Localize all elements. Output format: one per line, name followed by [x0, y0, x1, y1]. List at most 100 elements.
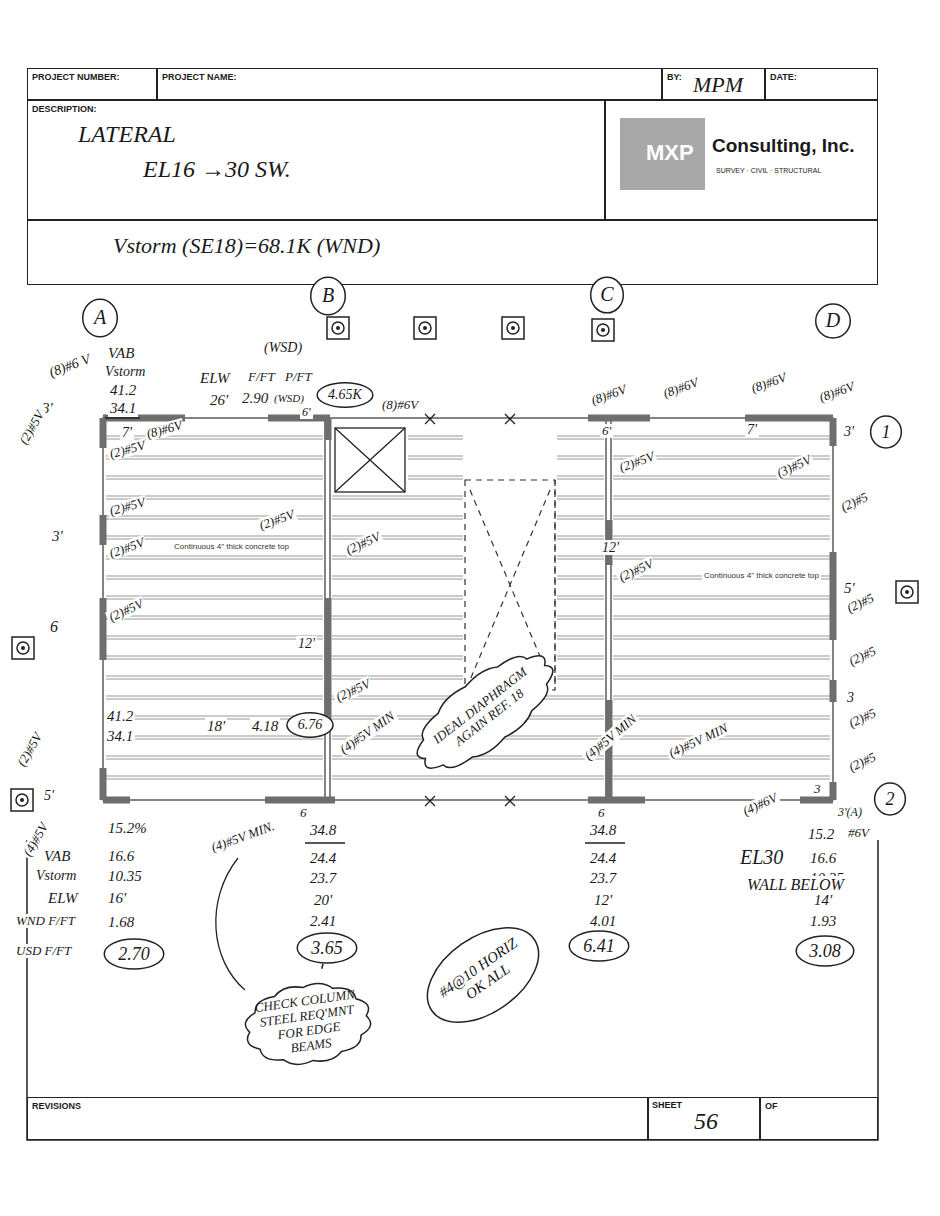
plank-line	[332, 596, 463, 597]
plank-line	[408, 459, 463, 460]
plank-line	[106, 696, 323, 697]
ellipse-shape	[104, 939, 164, 969]
plank-line	[613, 716, 830, 717]
circled-value: 3.65	[296, 932, 358, 964]
printed-note: Continuous 4" thick concrete top	[702, 572, 821, 581]
node-text: D	[826, 309, 840, 332]
column-symbol	[896, 581, 918, 603]
hand-note: 26'	[208, 392, 230, 409]
ellipse-shape	[591, 277, 624, 313]
plank-line	[613, 776, 830, 777]
text-stack: IDEAL DIAPHRAGM AGAIN REF. 18	[423, 659, 546, 765]
text-area: 3.65	[304, 936, 350, 960]
plank-line	[557, 596, 604, 597]
plank-line	[106, 576, 323, 577]
plank-line	[106, 736, 323, 737]
ellipse-shape	[317, 383, 373, 407]
hand-note: (2)#5	[845, 643, 880, 670]
plank-line	[557, 679, 604, 680]
plank-line	[613, 756, 830, 757]
logo-cell: Consulting, Inc.SURVEY · CIVIL · STRUCTU…	[605, 100, 878, 220]
hand-note: Vstorm	[34, 868, 78, 883]
text-stack: C	[600, 283, 613, 306]
plank-line	[613, 599, 830, 600]
hand-note: 2.90	[240, 390, 270, 407]
node-text: #4@10 HORIZ OK ALL	[434, 933, 533, 1016]
hand-note: 12'	[592, 892, 614, 909]
text-area: CHECK COLUMN STEEL REQ'MNT FOR EDGE BEAM…	[252, 983, 364, 1065]
title-cell: REVISIONS	[27, 1097, 648, 1140]
hand-note: ELW	[46, 890, 79, 907]
text-area: A	[87, 303, 114, 333]
hand-note: (8)#6 V	[45, 351, 94, 381]
text-area: 2	[878, 786, 902, 811]
plank-line	[613, 536, 830, 537]
plank-line	[557, 499, 604, 500]
hand-note: ELW	[198, 370, 231, 387]
ellipse-shape	[569, 931, 629, 961]
plank-line	[557, 599, 604, 600]
plank-line	[332, 579, 463, 580]
cloud-shape	[241, 977, 375, 1071]
hand-note: 5'	[42, 788, 56, 803]
plank-line	[106, 776, 323, 777]
plank-line	[106, 636, 323, 637]
hand-note: 6	[298, 806, 309, 820]
plank-line	[613, 696, 830, 697]
node-text: Consulting, Inc.	[712, 135, 855, 157]
plank-line	[557, 459, 604, 460]
hand-note: 5'	[842, 580, 857, 597]
leader-line	[216, 858, 245, 990]
plank-line	[106, 459, 323, 460]
hand-note: 3'	[50, 528, 65, 545]
plank-line	[106, 739, 323, 740]
plank-line	[613, 476, 830, 477]
plank-line	[332, 539, 463, 540]
hand-note: 34.8	[588, 822, 618, 839]
hand-note: (2)#5	[845, 749, 880, 776]
hand-note: 24.4	[588, 850, 618, 867]
node-text: SHEET	[652, 1100, 682, 1110]
hand-note: (4)#6V	[739, 790, 781, 820]
plank-line	[613, 659, 830, 660]
hand-note: Vstorm	[103, 364, 147, 379]
node-subtext: MPM	[693, 72, 743, 97]
opening-box	[335, 428, 405, 492]
grid-bubble: 1	[870, 415, 902, 449]
plank-line	[332, 636, 463, 637]
hand-note: (2)#5V	[342, 529, 384, 559]
plank-line	[332, 639, 463, 640]
plank-line	[332, 519, 463, 520]
hand-note: (2)#5	[845, 705, 880, 732]
node-text: C	[600, 283, 613, 306]
ellipse-shape	[311, 277, 346, 315]
plank-line	[332, 776, 604, 777]
grid-bubble: D	[815, 303, 851, 339]
plank-line	[332, 576, 463, 577]
plank-line	[557, 496, 604, 497]
hand-note: (2)#5	[837, 489, 872, 516]
plank-line	[106, 699, 323, 700]
printed-note: Continuous 4" thick concrete top	[172, 543, 291, 552]
elevator-opening	[335, 428, 405, 492]
text-area: 6.76	[292, 715, 328, 734]
hand-note: (4)#5V MIN.	[208, 818, 279, 855]
plank-line	[557, 556, 604, 557]
text-area: 1	[874, 419, 898, 444]
hand-note: F/FT	[246, 370, 277, 384]
hand-note: 16.6	[808, 850, 838, 867]
title-cell: OF	[760, 1097, 878, 1140]
hand-note: (8)#6V	[588, 382, 631, 409]
text-stack: 1	[881, 422, 890, 443]
plank-line	[613, 739, 830, 740]
column-symbol	[12, 637, 34, 659]
underline	[105, 418, 625, 843]
hand-note: P/FT	[283, 370, 314, 384]
text-area: C	[594, 281, 619, 309]
text-stack: 6.76	[298, 717, 323, 733]
node-text: Vstorm (SE18)=68.1K (WND)	[113, 233, 380, 258]
plank-line	[613, 616, 830, 617]
logo-mark: MXP	[620, 118, 705, 190]
node-text: BY:	[667, 72, 682, 82]
